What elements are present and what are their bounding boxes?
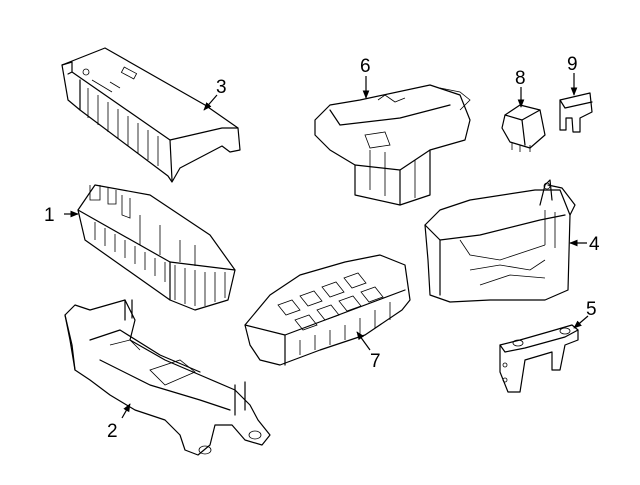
leader-lines — [64, 73, 589, 419]
callout-6: 6 — [360, 56, 371, 77]
callout-1: 1 — [44, 205, 55, 226]
part-3-fuse-box-cover — [61, 47, 241, 183]
callout-7: 7 — [370, 351, 381, 372]
part-2-mounting-carrier — [64, 299, 271, 456]
leader-2 — [121, 403, 131, 419]
callout-2: 2 — [107, 421, 118, 442]
callout-3: 3 — [216, 77, 227, 98]
leader-5 — [573, 315, 589, 329]
part-6-relay-cover — [314, 84, 471, 206]
callout-4: 4 — [589, 234, 600, 255]
part-7-fuse-block — [244, 254, 411, 366]
callout-9: 9 — [567, 54, 578, 75]
part-5-bracket — [499, 324, 579, 393]
callout-5: 5 — [586, 299, 597, 320]
leader-3 — [203, 94, 218, 111]
part-4-fuse-box-housing — [424, 179, 576, 303]
part-9-fuse — [559, 92, 593, 133]
part-8-relay — [501, 104, 546, 152]
part-1-relay-block — [77, 184, 236, 311]
leader-7 — [356, 331, 371, 351]
callout-8: 8 — [515, 68, 526, 89]
